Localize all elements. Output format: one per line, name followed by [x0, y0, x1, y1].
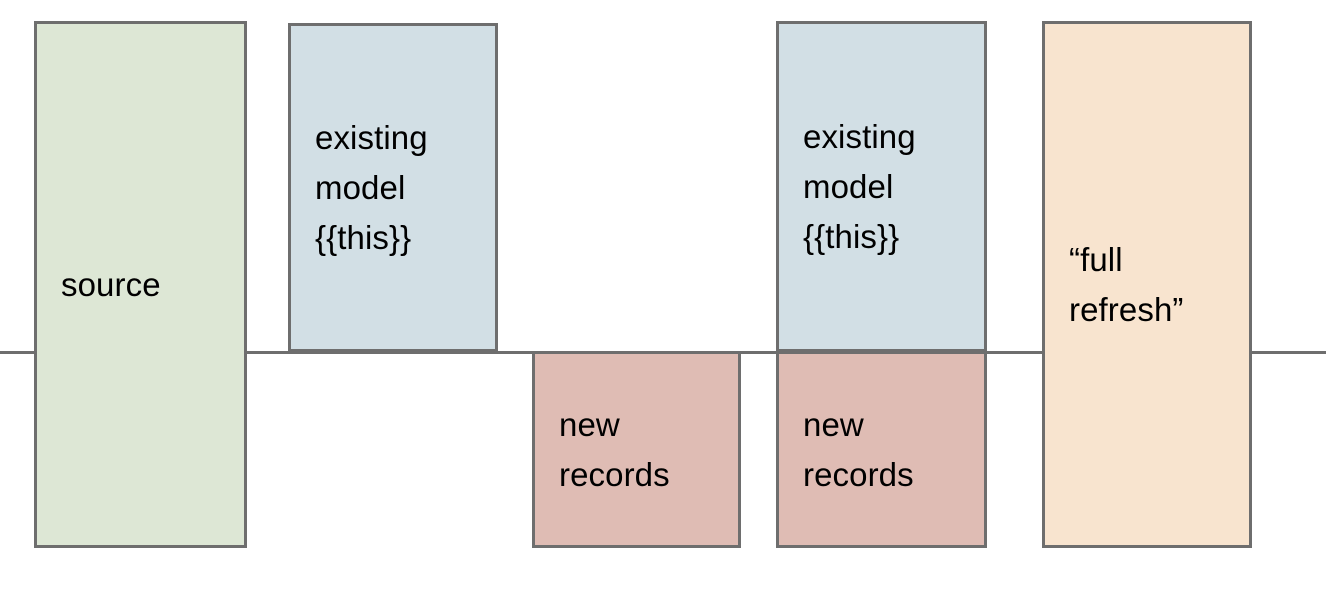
box-full-refresh[interactable]: “full refresh”	[1042, 21, 1252, 548]
box-new-records-2-label: new records	[803, 405, 914, 493]
box-new-records-2[interactable]: new records	[776, 351, 987, 548]
box-new-records-1[interactable]: new records	[532, 351, 741, 548]
box-full-refresh-label: “full refresh”	[1069, 240, 1184, 328]
box-existing-model-2-label: existing model {{this}}	[803, 117, 916, 255]
box-existing-model-2[interactable]: existing model {{this}}	[776, 21, 987, 352]
box-existing-model-1-label: existing model {{this}}	[315, 118, 428, 256]
box-source-label: source	[61, 265, 161, 303]
box-existing-model-1[interactable]: existing model {{this}}	[288, 23, 498, 352]
box-source[interactable]: source	[34, 21, 247, 548]
box-new-records-1-label: new records	[559, 405, 670, 493]
